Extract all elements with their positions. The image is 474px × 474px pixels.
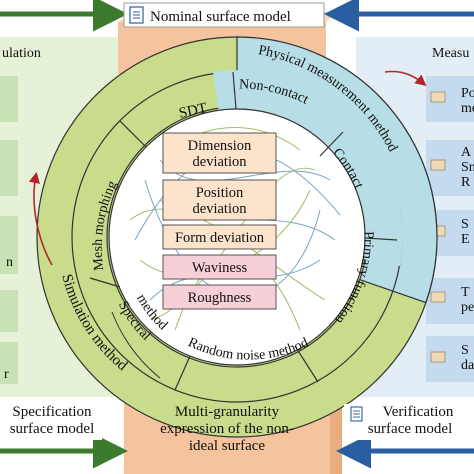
right-panel-icons: [430, 91, 446, 363]
right-item-3-line-2: E: [461, 232, 470, 247]
position-deviation-box: [162, 179, 277, 221]
right-item-2-line-2: Sn: [461, 160, 474, 175]
form-deviation-label: Form deviation: [175, 230, 265, 246]
left-tile-label-2: r: [4, 367, 9, 382]
center-boxes: [162, 132, 277, 310]
verification-label-line-1: Verification: [383, 404, 454, 420]
spectral-divider: [111, 311, 161, 379]
position-deviation-line-2: deviation: [193, 201, 248, 217]
specification-label-line-2: surface model: [10, 421, 95, 437]
left-panel-title: ulation: [2, 46, 41, 61]
dimension-deviation-line-1: Dimension: [188, 138, 252, 154]
right-red-arrow: [384, 70, 427, 87]
specification-label-line-1: Specification: [12, 404, 92, 420]
roughness-box: [162, 284, 277, 310]
right-item-5-line-1: S: [461, 343, 469, 358]
waviness-box: [162, 254, 277, 280]
form-deviation-box: [162, 224, 277, 250]
right-panel-title: Measu: [432, 46, 469, 61]
specification-label-bg: [0, 404, 102, 440]
ring-dividers: [89, 71, 398, 391]
sdt-label: SDT: [178, 100, 209, 122]
dimension-deviation-line-2: deviation: [193, 154, 248, 170]
position-deviation-line-1: Position: [196, 185, 244, 201]
waviness-label: Waviness: [192, 260, 248, 276]
center-bottom-line-3: ideal surface: [189, 438, 266, 454]
left-panel-tiles: [0, 76, 18, 384]
right-item-2-line-1: A: [461, 145, 472, 160]
right-item-4-line-2: pe: [461, 300, 474, 315]
right-item-3-line-1: S: [461, 217, 469, 232]
document-icon: [129, 6, 144, 24]
left-tile-label-1: n: [6, 255, 13, 270]
right-item-1-line-2: me: [461, 101, 474, 116]
dimension-deviation-box: [162, 132, 277, 174]
right-item-5-line-2: da: [461, 358, 474, 373]
verification-label-bg: [344, 404, 470, 440]
center-bottom-line-2: expression of the non-: [160, 421, 294, 437]
center-bottom-line-1: Multi-granularity: [175, 404, 280, 420]
right-item-1-line-1: Po: [461, 86, 474, 101]
right-panel-tiles: [426, 76, 474, 382]
left-red-arrow: [28, 171, 53, 266]
verification-label-line-2: surface model: [368, 421, 453, 437]
right-item-2-line-3: R: [461, 175, 471, 190]
title-box-label: Nominal surface model: [150, 9, 291, 25]
roughness-label: Roughness: [188, 290, 252, 306]
title-box: [123, 2, 325, 28]
right-item-4-line-1: T: [461, 285, 470, 300]
document-icon-bottom: [350, 406, 363, 422]
